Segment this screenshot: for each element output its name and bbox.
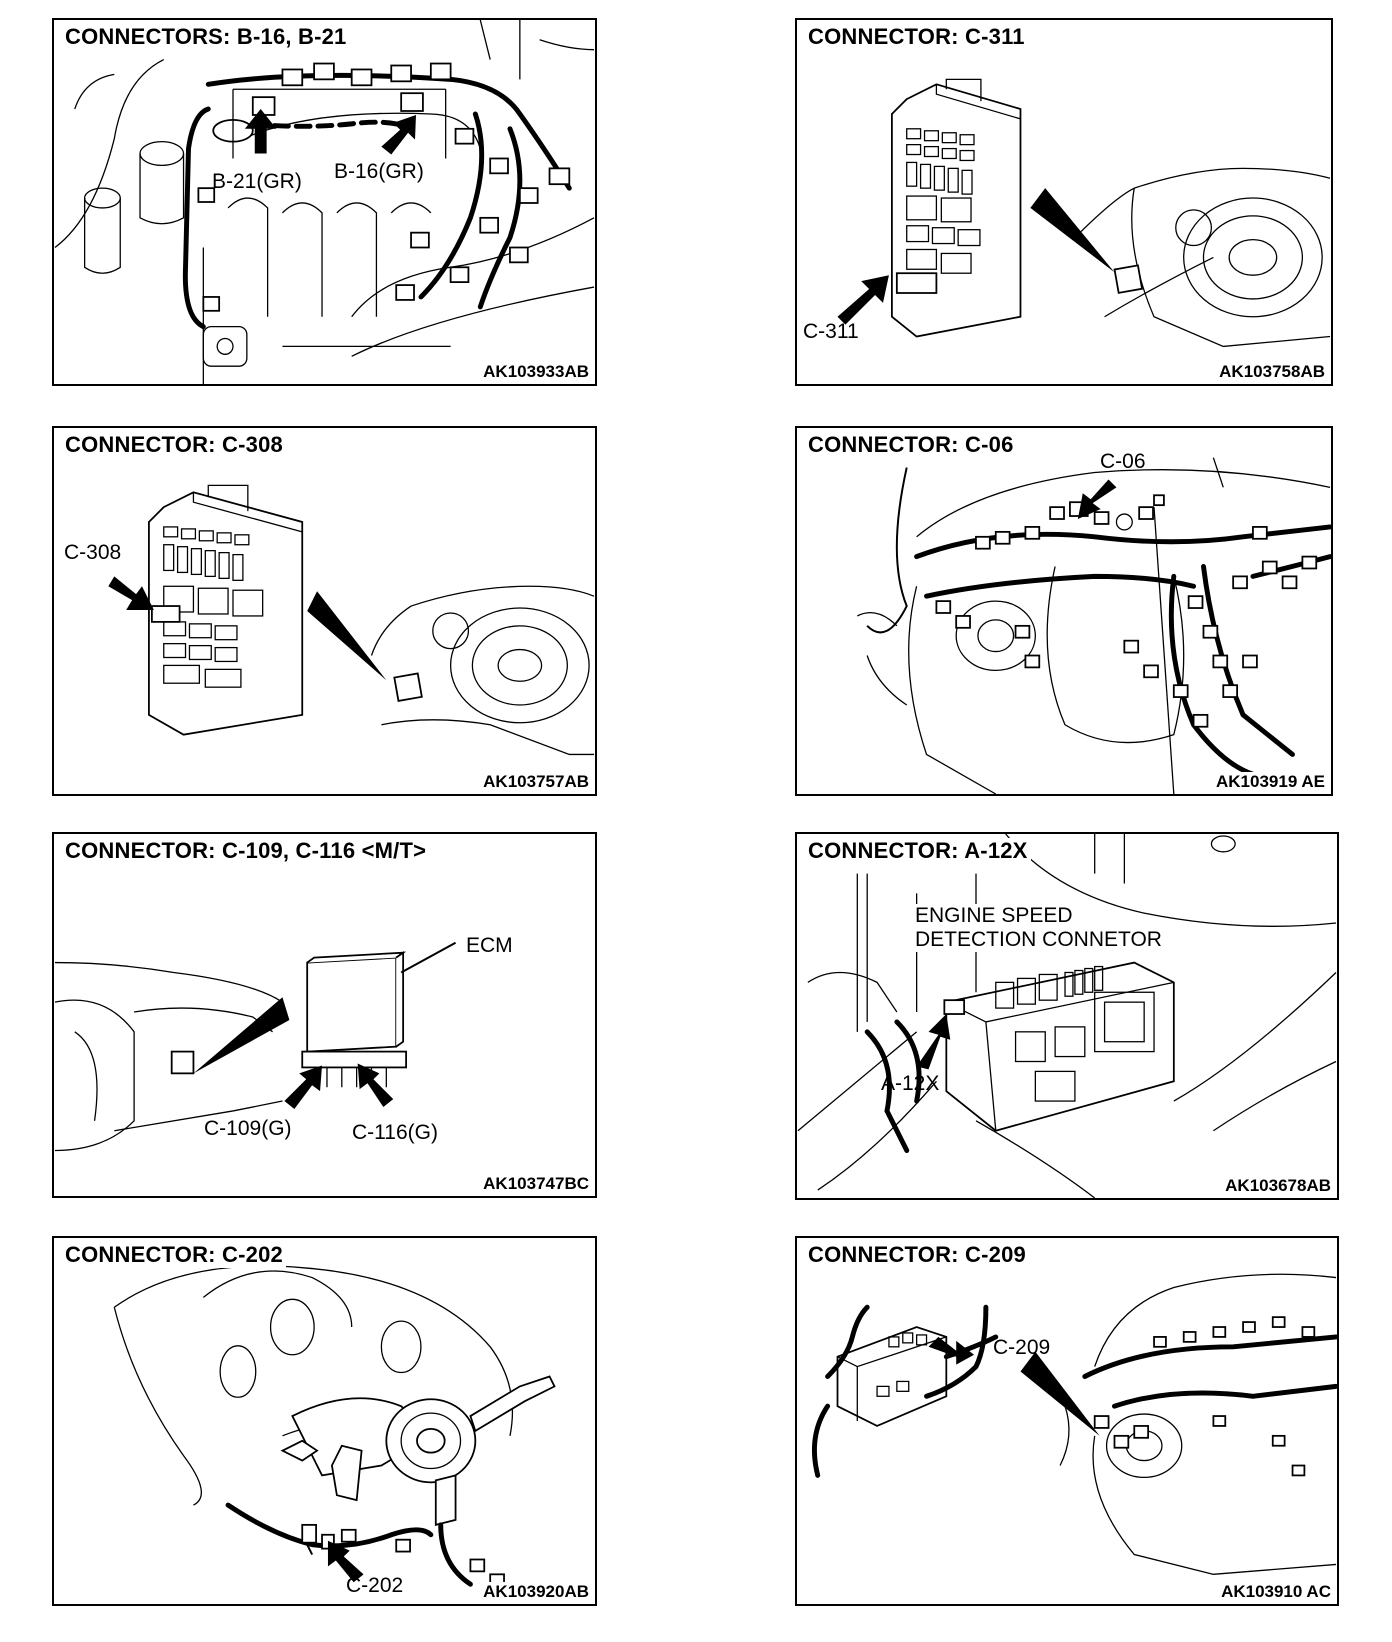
figure-code: AK103678AB <box>1223 1176 1333 1196</box>
panel-title: CONNECTOR: C-06 <box>805 432 1017 458</box>
engine-bay-illustration <box>54 20 595 384</box>
connector-panel-b16-b21: CONNECTORS: B-16, B-21 B-21(GR) B-16(GR)… <box>52 18 597 386</box>
figure-code: AK103933AB <box>481 362 591 382</box>
engine-speed-label-line2: DETECTION CONNETOR <box>915 928 1162 952</box>
figure-code: AK103757AB <box>481 772 591 792</box>
steering-column-illustration <box>113 1265 556 1588</box>
connector-label-b16: B-16(GR) <box>334 160 424 183</box>
connector-label-c109: C-109(G) <box>204 1117 292 1140</box>
figure-code: AK103920AB <box>481 1582 591 1602</box>
panel-title: CONNECTOR: C-202 <box>62 1242 286 1268</box>
connector-panel-a12x: CONNECTOR: A-12X ENGINE SPEED DETECTION … <box>795 832 1339 1200</box>
figure-code: AK103747BC <box>481 1174 591 1194</box>
engine-speed-label-line1: ENGINE SPEED <box>915 904 1073 928</box>
panel-title: CONNECTOR: C-209 <box>805 1242 1029 1268</box>
connector-panel-c311: CONNECTOR: C-311 C-311 AK103758AB <box>795 18 1333 386</box>
figure-code: AK103758AB <box>1217 362 1327 382</box>
connector-label-b21: B-21(GR) <box>212 170 302 193</box>
panel-title: CONNECTOR: C-109, C-116 <M/T> <box>62 838 430 864</box>
ecm-label: ECM <box>466 934 513 957</box>
ecm-illustration <box>54 941 457 1152</box>
connector-panel-c209: CONNECTOR: C-209 C-209 AK103910 AC <box>795 1236 1339 1606</box>
relay-box-illustration <box>797 834 1337 1198</box>
connector-label-c116: C-116(G) <box>352 1121 438 1144</box>
dashboard-harness-illustration <box>856 457 1331 794</box>
connector-label-c308: C-308 <box>64 541 122 564</box>
junction-block-illustration <box>837 78 1331 348</box>
figure-code: AK103910 AC <box>1219 1582 1333 1602</box>
connector-dashboard-illustration <box>811 1273 1337 1575</box>
connector-label-c202: C-202 <box>346 1574 404 1597</box>
connector-label-a12x: A-12X <box>881 1072 940 1095</box>
panel-title: CONNECTOR: A-12X <box>805 838 1031 864</box>
connector-label-c06: C-06 <box>1100 450 1146 473</box>
junction-block-illustration <box>108 484 595 756</box>
connector-panel-c202: CONNECTOR: C-202 C-202 AK103920AB <box>52 1236 597 1606</box>
panel-title: CONNECTORS: B-16, B-21 <box>62 24 350 50</box>
connector-label-c209: C-209 <box>993 1336 1051 1359</box>
panel-title: CONNECTOR: C-311 <box>805 24 1028 50</box>
figure-code: AK103919 AE <box>1214 772 1327 792</box>
connector-panel-c308: CONNECTOR: C-308 C-308 AK103757AB <box>52 426 597 796</box>
panel-title: CONNECTOR: C-308 <box>62 432 286 458</box>
connector-panel-c06: CONNECTOR: C-06 C-06 AK103919 AE <box>795 426 1333 796</box>
connector-panel-c109-c116: CONNECTOR: C-109, C-116 <M/T> ECM C-109(… <box>52 832 597 1198</box>
connector-label-c311: C-311 <box>803 320 859 343</box>
